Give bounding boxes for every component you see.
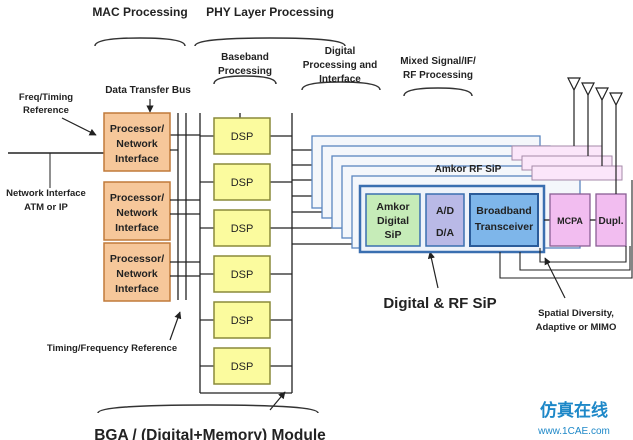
dsp-label: DSP (231, 177, 254, 189)
processor-2-line2: Network (116, 207, 158, 219)
module-bracket (97, 404, 319, 414)
watermark-cn: 仿真在线 (540, 400, 608, 421)
digital-header-line2: Processing and (303, 60, 377, 71)
feedback-lines (499, 180, 633, 279)
phy-processing-header: PHY Layer Processing (206, 5, 334, 19)
amkor-line2: Digital (377, 215, 409, 227)
processor-block-1: Processor/ Network Interface (103, 112, 171, 172)
mixed-header-line2: RF Processing (403, 70, 473, 81)
antenna-array (567, 77, 623, 194)
transceiver-line2: Transceiver (475, 221, 533, 233)
baseband-header-line1: Baseband (221, 52, 269, 63)
module-label: BGA / (Digital+Memory) Module (94, 427, 326, 440)
amkor-line3: SiP (385, 229, 402, 241)
dsp-block-1: DSP (200, 117, 292, 155)
network-interface-label-line1: Network Interface (6, 188, 86, 199)
ghost-card-label: Amkor RF SiP (435, 164, 502, 175)
adda-line1: A/D (436, 205, 455, 217)
dsp-label: DSP (231, 269, 254, 281)
processor-links (170, 149, 200, 277)
processor-1-line2: Network (116, 138, 158, 150)
processor-block-2: Processor/ Network Interface (103, 181, 171, 241)
adda-line2: D/A (436, 227, 455, 239)
processor-3-line3: Interface (115, 283, 159, 295)
rf-chain: MCPA Dupl. (511, 145, 627, 247)
bus-lines (177, 113, 293, 394)
section-brackets (94, 37, 473, 97)
processor-1-line1: Processor/ (110, 123, 164, 135)
mac-processing-header: MAC Processing (92, 5, 187, 19)
timing-frequency-label: Timing/Frequency Reference (47, 343, 177, 354)
dsp-label: DSP (231, 361, 254, 373)
dsp-block-5: DSP (200, 301, 292, 339)
processor-3-line1: Processor/ (110, 253, 164, 265)
dsp-block-2: DSP (200, 163, 292, 201)
watermark-site: www.1CAE.com (537, 426, 610, 437)
processor-2-line1: Processor/ (110, 192, 164, 204)
amkor-line1: Amkor (376, 201, 409, 213)
mixed-header-line1: Mixed Signal/IF/ (400, 56, 476, 67)
mcpa-label: MCPA (557, 216, 583, 226)
processor-3-line2: Network (116, 268, 158, 280)
dsp-block-4: DSP (200, 255, 292, 293)
dsp-label: DSP (231, 131, 254, 143)
baseband-header-line2: Processing (218, 66, 272, 77)
freq-timing-label-line2: Reference (23, 105, 69, 116)
data-transfer-bus-label: Data Transfer Bus (105, 85, 191, 96)
digital-rf-sip-label: Digital & RF SiP (383, 295, 496, 312)
dupl-label: Dupl. (599, 216, 624, 227)
dsp-column: DSP DSP DSP DSP DSP DSP (200, 117, 292, 385)
processor-1-line3: Interface (115, 153, 159, 165)
dsp-label: DSP (231, 315, 254, 327)
dsp-label: DSP (231, 223, 254, 235)
dsp-block-6: DSP (200, 347, 292, 385)
spatial-diversity-line1: Spatial Diversity, (538, 308, 614, 319)
dsp-block-3: DSP (200, 209, 292, 247)
transceiver-line1: Broadband (476, 205, 531, 217)
network-interface-label-line2: ATM or IP (24, 202, 68, 213)
processor-block-3: Processor/ Network Interface (103, 242, 171, 302)
digital-header-line1: Digital (325, 46, 356, 57)
spatial-diversity-line2: Adaptive or MIMO (536, 322, 617, 333)
processor-2-line3: Interface (115, 222, 159, 234)
digital-header-line3: Interface (319, 74, 361, 85)
front-sip-card: Amkor Digital SiP A/D D/A Broadband Tran… (358, 184, 546, 254)
freq-timing-label-line1: Freq/Timing (19, 92, 73, 103)
